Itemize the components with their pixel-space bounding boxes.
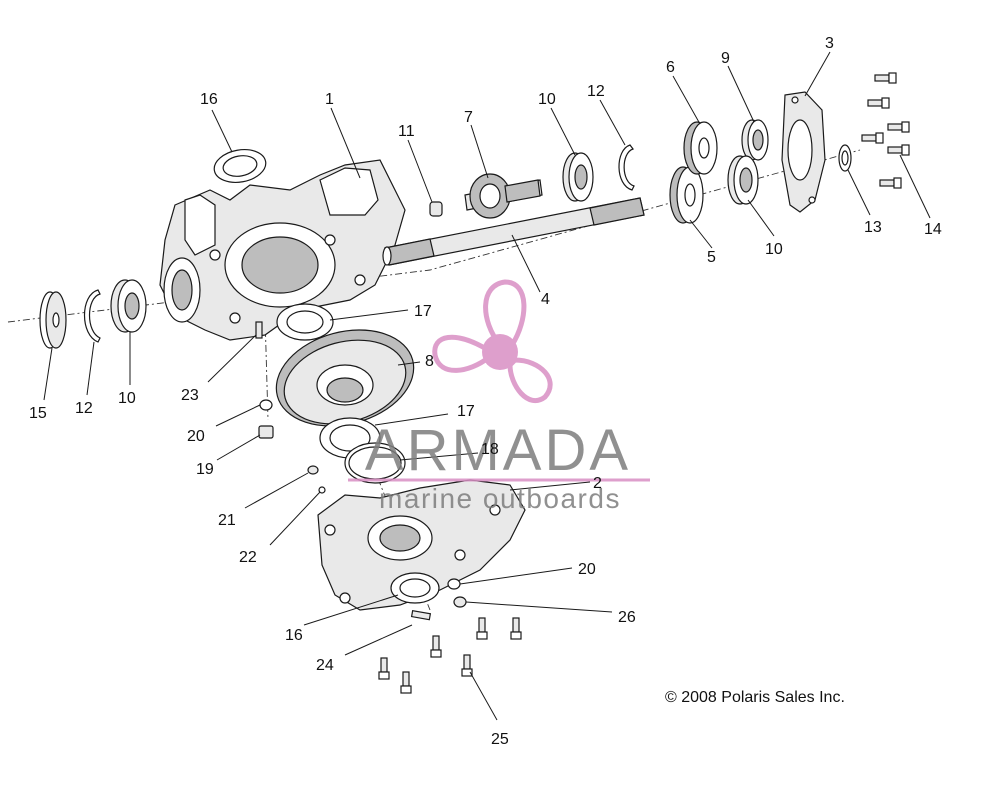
seal-16-lower: [390, 572, 440, 604]
callout-10-right: 10: [765, 241, 783, 258]
propeller-blade-top: [483, 279, 527, 348]
callout-4: 4: [541, 291, 550, 308]
callout-21: 21: [218, 512, 236, 529]
seal-17-upper: [276, 303, 334, 341]
plug-26: [453, 596, 467, 608]
watermark-brand: ARMADA: [365, 418, 631, 483]
callout-6: 6: [666, 59, 675, 76]
main-shaft-axis: [7, 149, 861, 323]
callout-10-middle: 10: [538, 91, 556, 108]
callout-9: 9: [721, 50, 730, 67]
callout-20-left: 20: [187, 428, 205, 445]
callout-17-upper: 17: [414, 303, 432, 320]
callout-16-lower: 16: [285, 627, 303, 644]
pin-24: [410, 609, 432, 621]
o-ring-18: [344, 442, 406, 484]
output-shaft-4: [382, 197, 645, 266]
callout-5: 5: [707, 249, 716, 266]
bushing-11: [429, 201, 443, 217]
watermark-tagline: marine outboards: [379, 483, 621, 514]
callout-1: 1: [325, 91, 334, 108]
callout-15: 15: [29, 405, 47, 422]
snap-ring-12-right: [618, 144, 635, 191]
snap-ring-12-left: [84, 289, 101, 343]
callout-23: 23: [181, 387, 199, 404]
drain-plug-19: [258, 425, 274, 439]
ring-gear-8: [275, 329, 415, 427]
leader-lines: [43, 51, 931, 721]
callout-2: 2: [593, 475, 602, 492]
bolts-14: [861, 72, 910, 189]
washer-13: [838, 144, 852, 172]
callout-18: 18: [481, 441, 499, 458]
callout-20-right: 20: [578, 561, 596, 578]
callout-17-lower: 17: [457, 403, 475, 420]
bearing-9: [741, 119, 769, 161]
callout-19: 19: [196, 461, 214, 478]
washer-22: [318, 486, 326, 494]
plug-21: [307, 465, 319, 475]
callout-14: 14: [924, 221, 942, 238]
callout-16-upper: 16: [200, 91, 218, 108]
copyright-notice: © 2008 Polaris Sales Inc.: [665, 689, 845, 706]
callout-25: 25: [491, 731, 509, 748]
propeller-blade-right: [507, 357, 553, 403]
bolts-25: [378, 617, 522, 694]
washer-15: [39, 291, 67, 349]
washer-20-right: [447, 578, 461, 590]
callout-8: 8: [425, 353, 434, 370]
armada-logo-watermark: ARMADA marine outboards: [348, 279, 650, 514]
bearing-10-right: [727, 155, 759, 205]
callout-26: 26: [618, 609, 636, 626]
gear-5: [669, 166, 704, 224]
callout-11: 11: [398, 123, 415, 140]
callout-24: 24: [316, 657, 334, 674]
lower-cover-2: [317, 479, 526, 611]
propeller-blade-left: [432, 334, 491, 373]
callout-22: 22: [239, 549, 257, 566]
callout-12-right: 12: [587, 83, 605, 100]
callout-7: 7: [464, 109, 473, 126]
callout-13: 13: [864, 219, 882, 236]
callout-labels: 1 16 11 7 10 12 6 9 3 13 14 5 10 4 17 8 …: [29, 35, 942, 748]
seal-16-upper: [213, 149, 267, 183]
dowel-pin-23: [255, 321, 263, 339]
pinion-gear-7: [464, 173, 543, 219]
propeller-hub: [482, 334, 518, 370]
washer-20-left: [259, 399, 273, 411]
gear-6: [683, 121, 718, 175]
bearing-10-left: [110, 279, 147, 333]
main-housing: [159, 159, 406, 341]
callout-3: 3: [825, 35, 834, 52]
callout-10-left: 10: [118, 390, 136, 407]
end-cover-3: [781, 91, 826, 213]
callout-12-left: 12: [75, 400, 93, 417]
bearing-10-middle: [562, 152, 594, 202]
